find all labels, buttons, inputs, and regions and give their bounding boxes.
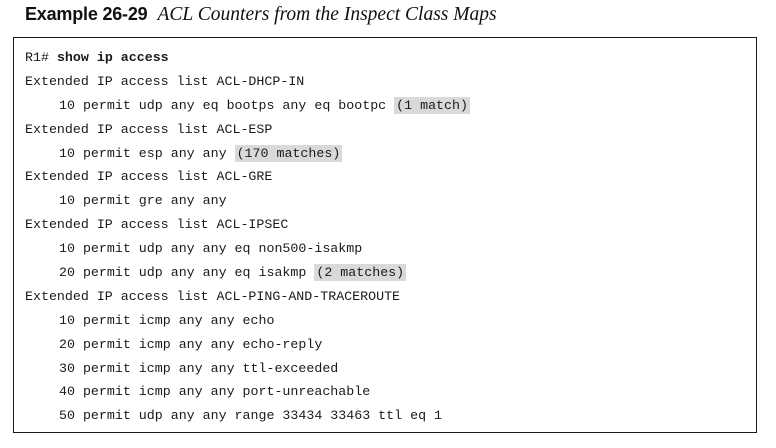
acl-header-line: Extended IP access list ACL-DHCP-IN xyxy=(25,70,470,94)
acl-entry-text: 10 permit udp any eq bootps any eq bootp… xyxy=(59,97,387,113)
acl-entry-line: 10 permit gre any any xyxy=(25,189,470,213)
acl-entry-text: 10 permit icmp any any echo xyxy=(59,312,275,328)
acl-entry-line: 10 permit icmp any any echo xyxy=(25,309,470,333)
acl-entry-text: 40 permit icmp any any port-unreachable xyxy=(59,384,371,400)
code-listing-box: R1# show ip access Extended IP access li… xyxy=(13,37,757,433)
acl-entry-line: 10 permit esp any any (170 matches) xyxy=(25,142,470,166)
example-title: ACL Counters from the Inspect Class Maps xyxy=(157,4,497,25)
acl-entry-text: 30 permit icmp any any ttl-exceeded xyxy=(59,360,339,376)
match-counter: (1 match) xyxy=(394,96,470,114)
acl-entry-text: 10 permit gre any any xyxy=(59,193,227,209)
acl-header-line: Extended IP access list ACL-GRE xyxy=(25,165,470,189)
acl-header-line: Extended IP access list ACL-IPSEC xyxy=(25,213,470,237)
cli-command: show ip access xyxy=(56,50,169,65)
acl-entry-line: 20 permit udp any any eq isakmp (2 match… xyxy=(25,261,470,285)
code-listing: R1# show ip access Extended IP access li… xyxy=(25,46,470,428)
acl-entry-line: 30 permit icmp any any ttl-exceeded xyxy=(25,357,470,381)
acl-entry-text: 20 permit udp any any eq isakmp xyxy=(59,265,307,281)
acl-header-text: Extended IP access list ACL-ESP xyxy=(25,121,273,137)
acl-entry-line: 20 permit icmp any any echo-reply xyxy=(25,333,470,357)
acl-entry-line: 50 permit udp any any range 33434 33463 … xyxy=(25,404,470,428)
acl-entry-line: 10 permit udp any any eq non500-isakmp xyxy=(25,237,470,261)
acl-entry-text: 20 permit icmp any any echo-reply xyxy=(59,336,323,352)
acl-entry-text: 50 permit udp any any range 33434 33463 … xyxy=(59,408,443,424)
acl-header-line: Extended IP access list ACL-ESP xyxy=(25,118,470,142)
acl-header-text: Extended IP access list ACL-IPSEC xyxy=(25,217,289,233)
example-number: Example 26-29 xyxy=(25,4,148,24)
command-line: R1# show ip access xyxy=(25,46,470,70)
acl-header-line: Extended IP access list ACL-PING-AND-TRA… xyxy=(25,285,470,309)
acl-entry-text: 10 permit udp any any eq non500-isakmp xyxy=(59,241,363,257)
match-counter: (2 matches) xyxy=(314,264,407,282)
cli-prompt: R1# xyxy=(25,50,49,65)
acl-header-text: Extended IP access list ACL-DHCP-IN xyxy=(25,73,305,89)
acl-entry-line: 40 permit icmp any any port-unreachable xyxy=(25,380,470,404)
acl-header-text: Extended IP access list ACL-PING-AND-TRA… xyxy=(25,288,401,304)
acl-entry-text: 10 permit esp any any xyxy=(59,145,227,161)
acl-entry-line: 10 permit udp any eq bootps any eq bootp… xyxy=(25,94,470,118)
acl-header-text: Extended IP access list ACL-GRE xyxy=(25,169,273,185)
match-counter: (170 matches) xyxy=(234,144,343,162)
example-caption: Example 26-29 ACL Counters from the Inspe… xyxy=(25,4,497,28)
